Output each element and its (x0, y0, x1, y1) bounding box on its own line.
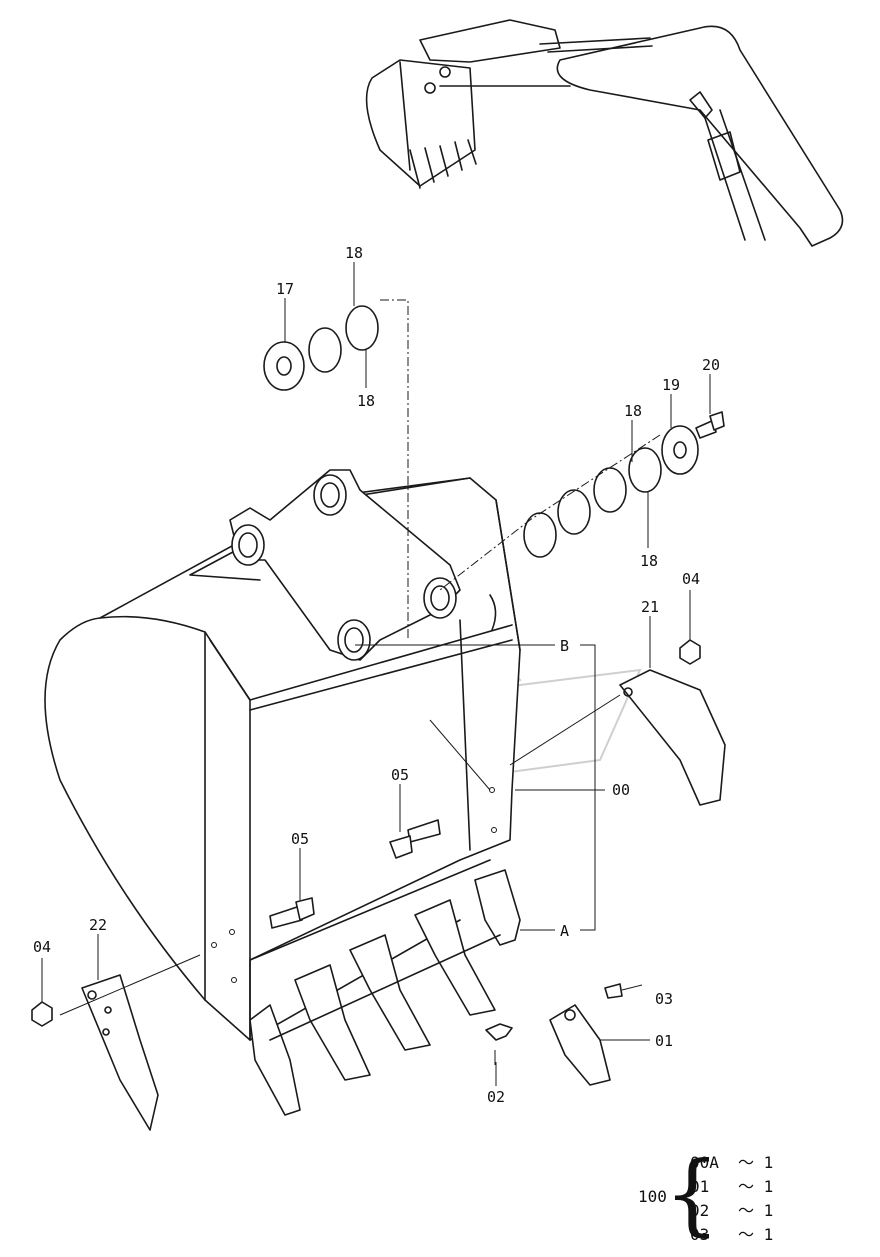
callout-A: A (560, 922, 569, 940)
brace-symbol: { (664, 1142, 720, 1245)
bom-qty-4: ～ 1 (738, 1225, 773, 1244)
callout-18-top: 18 (345, 244, 363, 262)
callout-04-right: 04 (682, 570, 700, 588)
bom-qty-3: ～ 1 (738, 1201, 773, 1220)
bom-qty-2: ～ 1 (738, 1177, 773, 1196)
callout-18-right-bottom: 18 (640, 552, 658, 570)
callout-18-right-top: 18 (624, 402, 642, 420)
callout-01: 01 (655, 1032, 673, 1050)
bom-part-3: 02 (690, 1201, 709, 1220)
assembly-parts-table: 100 { 00A ～ 1 01 ～ 1 02 ～ 1 03 ～ 1 (638, 1142, 773, 1245)
callout-20: 20 (702, 356, 720, 374)
bom-part-4: 03 (690, 1225, 709, 1244)
callout-labels: 17 18 18 18 18 19 20 21 04 05 05 00 22 0… (33, 244, 720, 1106)
callout-05-lower: 05 (291, 830, 309, 848)
bucket-body (44, 469, 521, 1041)
callout-18-lower-left: 18 (357, 392, 375, 410)
callout-04-left: 04 (33, 938, 51, 956)
shims-and-collars (263, 305, 699, 558)
callout-02: 02 (487, 1088, 505, 1106)
callout-03: 03 (655, 990, 673, 1008)
callout-00: 00 (612, 781, 630, 799)
callout-19: 19 (662, 376, 680, 394)
callout-leaders (41, 262, 711, 1086)
tooth-point-part (485, 983, 623, 1086)
callout-05-upper: 05 (391, 766, 409, 784)
leader-lines (59, 299, 661, 1065)
callout-21: 21 (641, 598, 659, 616)
bom-qty-1: ～ 1 (738, 1153, 773, 1172)
bucket-teeth (249, 869, 521, 1116)
side-cutters (81, 669, 726, 1131)
callout-B: B (560, 637, 569, 655)
callout-17: 17 (276, 280, 294, 298)
bom-part-2: 01 (690, 1177, 709, 1196)
excavator-arm-illustration (365, 19, 844, 247)
assembly-number: 100 (638, 1187, 667, 1206)
callout-22: 22 (89, 916, 107, 934)
bom-part-1: 00A (690, 1153, 719, 1172)
fasteners (31, 411, 725, 1027)
